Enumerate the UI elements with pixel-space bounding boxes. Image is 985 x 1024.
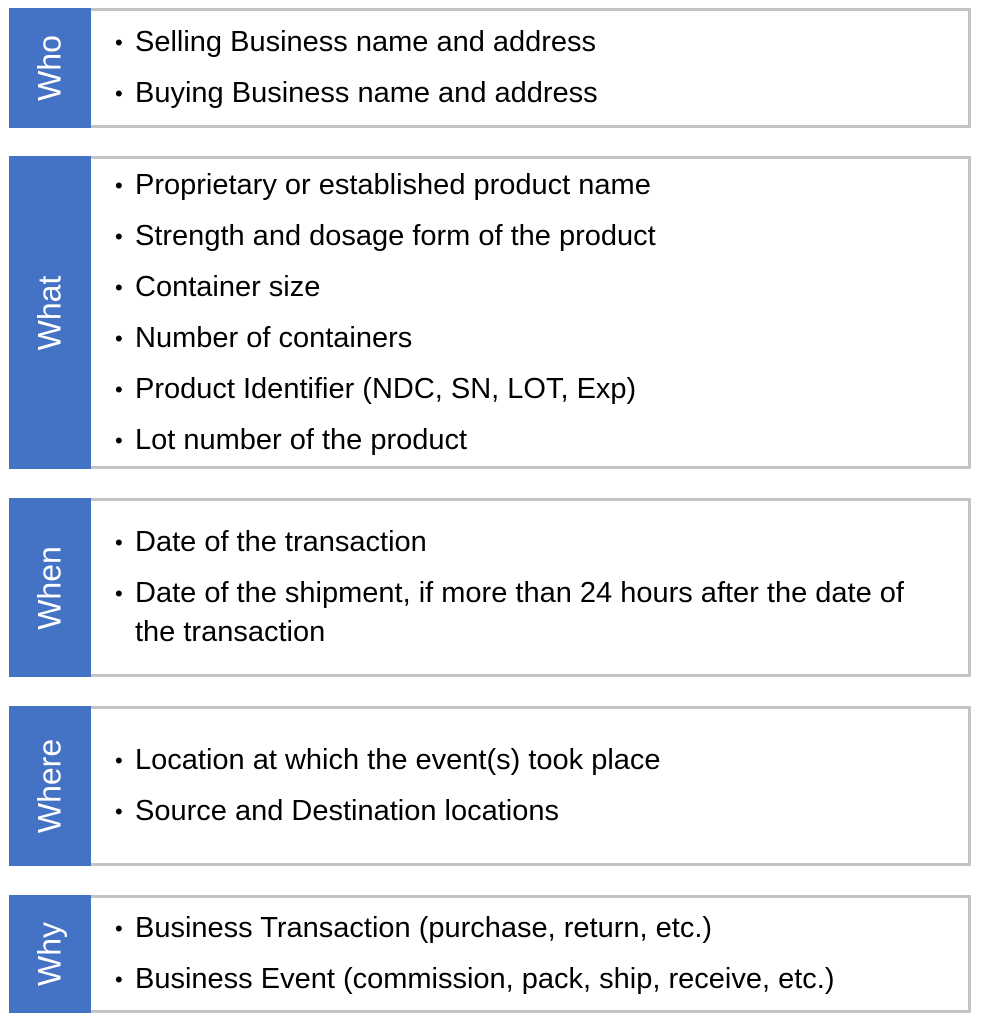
section-when: When •Date of the transaction •Date of t… [9,498,971,677]
list-item: •Product Identifier (NDC, SN, LOT, Exp) [115,370,958,409]
list-item: •Date of the shipment, if more than 24 h… [115,574,958,652]
bullet-icon: • [115,799,123,824]
bullet-icon: • [115,172,123,198]
section-where: Where •Location at which the event(s) to… [9,706,971,866]
section-label: Who [31,35,68,101]
list-item: •Container size [115,268,958,307]
section-label: What [31,275,68,350]
bullet-icon: • [115,325,123,351]
bullet-icon: • [115,223,123,249]
list-item: •Date of the transaction [115,523,958,562]
bullet-icon: • [115,916,123,941]
section-content-box: •Selling Business name and address •Buyi… [91,8,971,128]
section-label: Where [31,738,68,834]
bullet-icon: • [115,581,123,606]
section-label-block: Who [9,8,91,128]
list-item: •Business Transaction (purchase, return,… [115,909,958,948]
bullet-icon: • [115,274,123,300]
list-item: •Strength and dosage form of the product [115,217,958,256]
list-item: •Business Event (commission, pack, ship,… [115,960,958,999]
section-what: What •Proprietary or established product… [9,156,971,469]
bullet-icon: • [115,81,123,106]
bullet-icon: • [115,30,123,55]
bullet-icon: • [115,427,123,453]
section-label: When [31,545,68,630]
list-item: •Location at which the event(s) took pla… [115,741,958,780]
list-item: •Selling Business name and address [115,23,958,62]
bullet-icon: • [115,376,123,402]
section-label-block: When [9,498,91,677]
section-content-box: •Date of the transaction •Date of the sh… [91,498,971,677]
section-why: Why •Business Transaction (purchase, ret… [9,895,971,1013]
list-item: •Number of containers [115,319,958,358]
list-item: •Source and Destination locations [115,792,958,831]
section-label-block: Where [9,706,91,866]
bullet-icon: • [115,530,123,555]
section-content-box: •Proprietary or established product name… [91,156,971,469]
bullet-icon: • [115,748,123,773]
list-item: •Lot number of the product [115,421,958,460]
section-label-block: What [9,156,91,469]
section-label: Why [31,922,68,986]
bullet-icon: • [115,967,123,992]
section-who: Who •Selling Business name and address •… [9,8,971,128]
list-item: •Buying Business name and address [115,74,958,113]
section-content-box: •Location at which the event(s) took pla… [91,706,971,866]
section-label-block: Why [9,895,91,1013]
section-content-box: •Business Transaction (purchase, return,… [91,895,971,1013]
list-item: •Proprietary or established product name [115,166,958,205]
